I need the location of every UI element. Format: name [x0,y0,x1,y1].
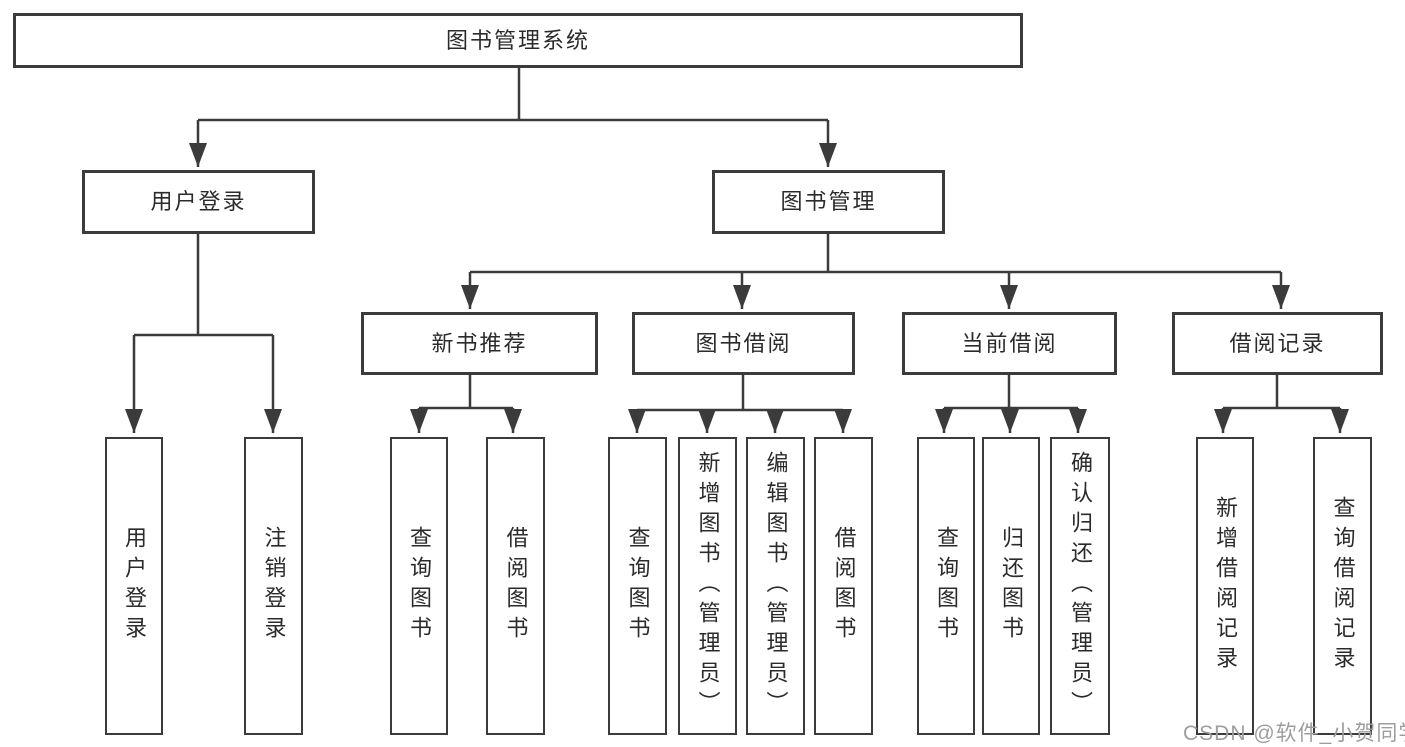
node-borrow-records-label: 借阅记录 [1229,330,1326,356]
node-root: 图书管理系统 [13,13,1023,68]
leaf-bw-edit-books: 编辑图书（管理员） [746,437,805,735]
node-root-label: 图书管理系统 [445,27,590,53]
leaf-nb-query-books-label: 查询图书 [407,526,432,646]
node-borrow-records: 借阅记录 [1172,312,1383,375]
leaf-logout: 注销登录 [244,437,303,735]
leaf-user-login: 用户登录 [105,437,163,735]
node-book-mgmt-label: 图书管理 [780,189,877,214]
leaf-bw-query-books-label: 查询图书 [625,526,651,646]
leaf-rc-add-record-label: 新增借阅记录 [1213,496,1238,676]
leaf-bw-add-books: 新增图书（管理员） [678,437,737,735]
node-user-login-label: 用户登录 [150,189,247,214]
node-current-borrow: 当前借阅 [902,312,1117,375]
leaf-bw-borrow-books-label: 借阅图书 [831,526,857,646]
leaf-nb-borrow-books-label: 借阅图书 [503,526,529,646]
leaf-logout-label: 注销登录 [261,526,287,646]
leaf-bw-borrow-books: 借阅图书 [814,437,873,735]
leaf-nb-borrow-books: 借阅图书 [486,437,545,735]
leaf-bw-edit-books-label: 编辑图书（管理员） [763,451,789,721]
node-new-books: 新书推荐 [361,312,598,375]
node-book-borrow: 图书借阅 [632,312,855,375]
node-current-borrow-label: 当前借阅 [961,330,1058,356]
leaf-cu-return-books: 归还图书 [982,437,1040,735]
leaf-bw-query-books: 查询图书 [608,437,667,735]
leaf-cu-query-books: 查询图书 [917,437,975,735]
leaf-cu-return-books-label: 归还图书 [999,526,1024,646]
leaf-rc-query-record: 查询借阅记录 [1313,437,1372,735]
node-book-borrow-label: 图书借阅 [695,330,792,356]
leaf-cu-confirm-return: 确认归还（管理员） [1050,437,1110,735]
leaf-cu-query-books-label: 查询图书 [934,526,959,646]
leaf-rc-query-record-label: 查询借阅记录 [1330,496,1356,676]
leaf-user-login-label: 用户登录 [122,526,147,646]
node-book-mgmt: 图书管理 [712,170,945,234]
leaf-nb-query-books: 查询图书 [390,437,448,735]
leaf-rc-add-record: 新增借阅记录 [1196,437,1254,735]
node-new-books-label: 新书推荐 [431,330,528,356]
leaf-cu-confirm-return-label: 确认归还（管理员） [1068,451,1093,721]
csdn-watermark: CSDN @软件_小贺同学 [1183,722,1405,745]
node-user-login: 用户登录 [82,170,315,234]
leaf-bw-add-books-label: 新增图书（管理员） [695,451,721,721]
